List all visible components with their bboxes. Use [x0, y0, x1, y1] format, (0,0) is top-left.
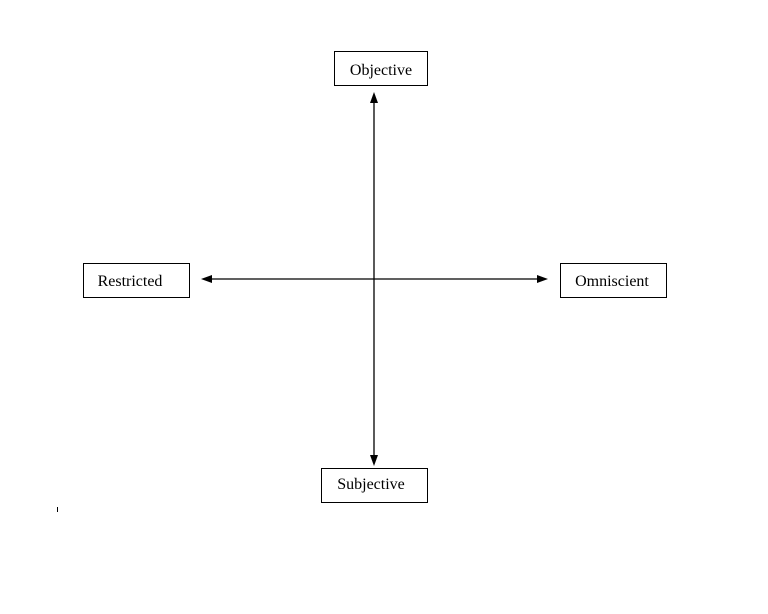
arrowhead-left	[201, 275, 212, 283]
node-objective-box	[334, 51, 428, 86]
node-objective: Objective	[334, 51, 428, 86]
arrowhead-down	[370, 455, 378, 466]
node-omniscient-box	[560, 263, 667, 298]
horizontal-axis	[201, 275, 548, 283]
arrowhead-up	[370, 92, 378, 103]
node-objective-label: Objective	[350, 62, 412, 79]
node-omniscient: Omniscient	[560, 263, 667, 298]
node-restricted-box	[83, 263, 190, 298]
node-subjective-box	[321, 468, 428, 503]
node-omniscient-label: Omniscient	[575, 273, 649, 290]
node-subjective: Subjective	[321, 468, 428, 503]
node-subjective-label: Subjective	[337, 476, 405, 493]
node-restricted-label: Restricted	[98, 273, 163, 290]
arrowhead-right	[537, 275, 548, 283]
node-restricted: Restricted	[83, 263, 190, 298]
